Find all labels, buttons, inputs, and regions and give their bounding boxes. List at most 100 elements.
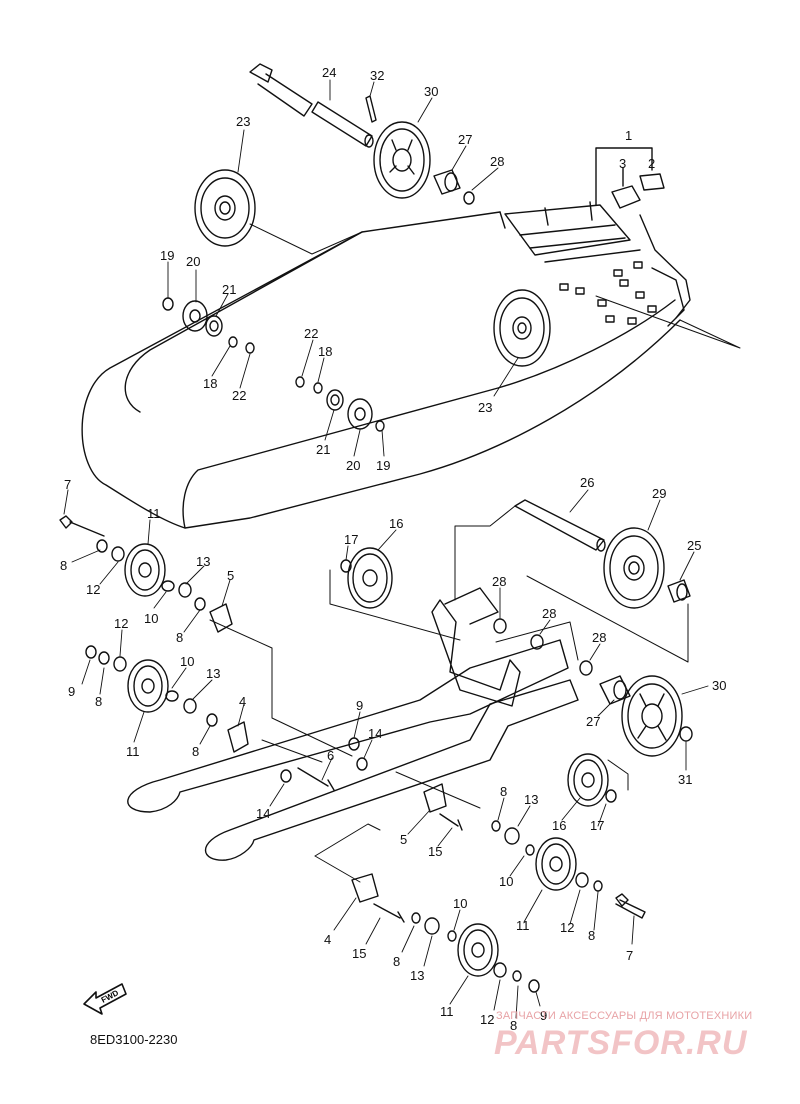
- collar-part-20-top: [182, 300, 208, 332]
- callout-13c: 13: [524, 792, 538, 807]
- track-cleats: [504, 204, 685, 327]
- callout-4b: 4: [324, 932, 331, 947]
- spacer-part-27-top: [433, 169, 461, 195]
- callout-29: 29: [652, 486, 666, 501]
- idler-wheel-part-23-mid: [493, 289, 551, 367]
- callout-28d: 28: [592, 630, 606, 645]
- collar-part-20-mid: [347, 398, 373, 430]
- callout-10a: 10: [144, 611, 158, 626]
- callout-4a: 4: [239, 694, 246, 709]
- callout-26: 26: [580, 475, 594, 490]
- watermark-brand: PARTSFOR.RU: [494, 1024, 748, 1062]
- callout-11d: 11: [440, 1004, 454, 1019]
- fwd-direction-arrow: [83, 983, 127, 1015]
- track-clip-part-2: [639, 173, 665, 191]
- callout-8d: 8: [192, 744, 199, 759]
- idler-wheel-part-30-top: [373, 121, 431, 199]
- callout-15a: 15: [428, 844, 442, 859]
- callout-16a: 16: [389, 516, 403, 531]
- bearing-part-21-mid: [326, 389, 344, 411]
- collar-part-25: [667, 579, 691, 603]
- cotter-pin-part-32: [365, 95, 377, 123]
- shaft-part-26: [514, 499, 606, 552]
- callout-12a: 12: [86, 582, 100, 597]
- callout-8h: 8: [510, 1018, 517, 1033]
- callout-21a: 21: [222, 282, 236, 297]
- watermark-tagline: ЗАПЧАСТИ АКСЕССУАРЫ ДЛЯ МОТОТЕХНИКИ: [496, 1010, 753, 1022]
- callout-18b: 18: [318, 344, 332, 359]
- shaft-part-24: [249, 63, 374, 148]
- idler-wheel-part-30-lower: [621, 675, 683, 757]
- callout-8c: 8: [95, 694, 102, 709]
- callout-9c: 9: [540, 1008, 547, 1023]
- callout-13d: 13: [410, 968, 424, 983]
- callout-21b: 21: [316, 442, 330, 457]
- callout-28a: 28: [490, 154, 504, 169]
- track-clip-part-3: [611, 185, 641, 209]
- callout-27b: 27: [586, 714, 600, 729]
- callout-30a: 30: [424, 84, 438, 99]
- callout-24: 24: [322, 65, 336, 80]
- leader-lines: [209, 223, 741, 883]
- callout-8a: 8: [60, 558, 67, 573]
- callout-8f: 8: [588, 928, 595, 943]
- callout-17a: 17: [344, 532, 358, 547]
- callout-17b: 17: [590, 818, 604, 833]
- callout-20a: 20: [186, 254, 200, 269]
- callout-27a: 27: [458, 132, 472, 147]
- callout-11c: 11: [516, 918, 530, 933]
- idler-wheel-part-23-top: [194, 169, 256, 247]
- callout-11b: 11: [126, 744, 140, 759]
- callout-6: 6: [327, 748, 334, 763]
- idler-wheel-part-16-upper: [347, 547, 393, 609]
- callout-19b: 19: [376, 458, 390, 473]
- bracket-part-4-upper: [227, 721, 249, 753]
- callout-14a: 14: [368, 726, 382, 741]
- callout-28c: 28: [542, 606, 556, 621]
- callout-10c: 10: [499, 874, 513, 889]
- callout-12c: 12: [560, 920, 574, 935]
- callout-22b: 22: [304, 326, 318, 341]
- callout-1: 1: [625, 128, 632, 143]
- callout-7b: 7: [626, 948, 633, 963]
- idler-wheel-part-11-c: [535, 837, 577, 891]
- bracket-part-5-upper: [209, 603, 233, 633]
- callout-16b: 16: [552, 818, 566, 833]
- idler-wheel-part-11-d: [457, 923, 499, 977]
- callout-3: 3: [619, 156, 626, 171]
- callout-labels: 1 2 3 4 4 5 5 6 7 7 8 8 8 8 8 8 8 8 9 9 …: [60, 65, 726, 1033]
- callout-8b: 8: [176, 630, 183, 645]
- callout-7a: 7: [64, 477, 71, 492]
- callout-13b: 13: [206, 666, 220, 681]
- callout-19a: 19: [160, 248, 174, 263]
- callout-12d: 12: [480, 1012, 494, 1027]
- washers-and-collars: [85, 191, 693, 993]
- idler-wheel-part-16-lower: [567, 753, 609, 807]
- callout-22a: 22: [232, 388, 246, 403]
- spacer-part-27-lower: [599, 675, 631, 705]
- diagram-part-code: 8ED3100-2230: [90, 1032, 178, 1047]
- callout-8e: 8: [500, 784, 507, 799]
- callout-18a: 18: [203, 376, 217, 391]
- bracket-part-4-lower: [351, 873, 379, 903]
- callout-25: 25: [687, 538, 701, 553]
- callout-5a: 5: [227, 568, 234, 583]
- bolts: [59, 515, 646, 923]
- callout-12b: 12: [114, 616, 128, 631]
- callout-14b: 14: [256, 806, 270, 821]
- callout-13a: 13: [196, 554, 210, 569]
- callout-8g: 8: [393, 954, 400, 969]
- callout-10d: 10: [453, 896, 467, 911]
- callout-leaders: [63, 79, 709, 1019]
- callout-15b: 15: [352, 946, 366, 961]
- callout-28b: 28: [492, 574, 506, 589]
- bearing-part-21-top: [205, 315, 223, 337]
- callout-9a: 9: [68, 684, 75, 699]
- callout-30b: 30: [712, 678, 726, 693]
- idler-wheel-part-29: [603, 527, 665, 609]
- callout-20b: 20: [346, 458, 360, 473]
- slide-rail-frame: [127, 587, 579, 861]
- callout-23a: 23: [236, 114, 250, 129]
- callout-32: 32: [370, 68, 384, 83]
